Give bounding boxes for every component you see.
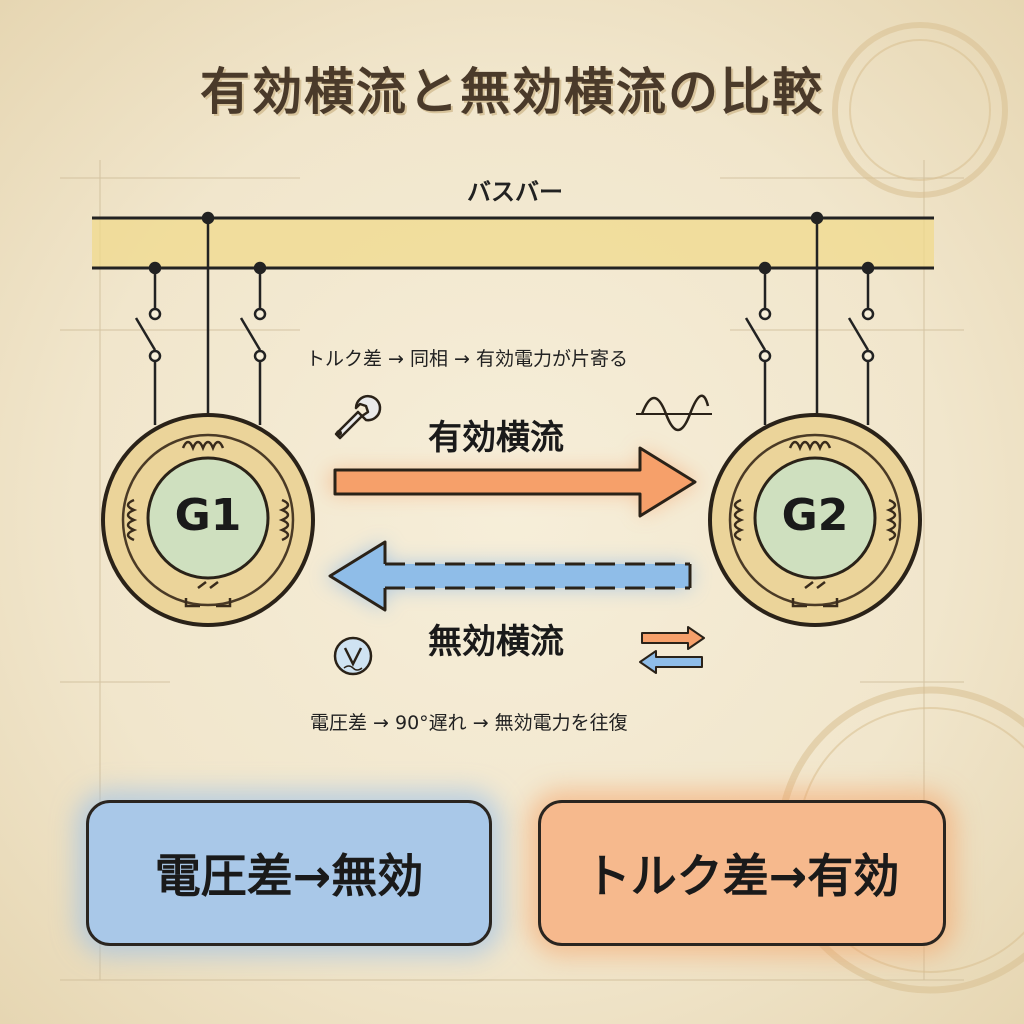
active-current-label: 有効横流 (428, 418, 564, 458)
generator-g1 (101, 413, 315, 627)
reactive-current-arrow (325, 540, 692, 612)
active-current-arrow (330, 446, 700, 518)
generator-g2-label: G2 (781, 490, 849, 541)
reactive-current-note: 電圧差 → 90°遅れ → 無効電力を往復 (310, 712, 628, 734)
sine-wave-icon (636, 394, 712, 432)
generator-g1-label: G1 (174, 490, 242, 541)
active-current-note: トルク差 → 同相 → 有効電力が片寄る (306, 348, 628, 370)
page-title: 有効横流と無効横流の比較 (200, 63, 824, 121)
torque-difference-summary: トルク差→有効 (538, 800, 946, 946)
voltmeter-icon (333, 636, 373, 676)
reactive-current-label: 無効横流 (428, 622, 564, 662)
g1-wiring (134, 211, 267, 425)
g2-wiring (744, 211, 875, 425)
busbar (92, 216, 934, 270)
busbar-label: バスバー (467, 178, 563, 206)
voltage-difference-summary: 電圧差→無効 (86, 800, 492, 946)
wrench-icon (334, 394, 382, 440)
generator-g2 (708, 413, 922, 627)
bidirectional-arrows-icon (639, 626, 705, 674)
